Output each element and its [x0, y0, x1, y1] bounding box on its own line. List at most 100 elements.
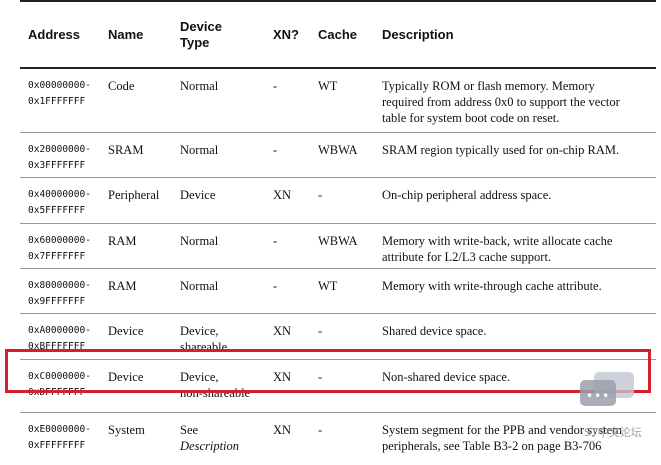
cell-description: On-chip peripheral address space.: [382, 187, 650, 203]
cell-name: Code: [108, 79, 135, 93]
description-line: On-chip peripheral address space.: [382, 188, 552, 202]
cell-description: Memory with write-back, write allocate c…: [382, 233, 650, 265]
cell-address: 0x20000000- 0x3FFFFFFF: [28, 142, 108, 174]
cell-xn: -: [273, 143, 278, 157]
device-type-line1: Normal: [180, 279, 219, 293]
header-device-type-line1: Device: [180, 18, 222, 34]
cell-name: Device: [108, 324, 144, 338]
device-type-line2: Description: [180, 439, 240, 453]
cell-description: Non-shared device space.: [382, 369, 650, 385]
address-start: 0x60000000-: [28, 235, 91, 246]
description-line: required from address 0x0 to support the…: [382, 95, 620, 109]
cell-cache: WT: [318, 279, 338, 293]
watermark-text: ST中文论坛: [584, 426, 642, 439]
cell-device-type: Normal: [180, 233, 273, 249]
cell-xn: -: [273, 279, 278, 293]
cell-address: 0x80000000- 0x9FFFFFFF: [28, 278, 108, 310]
header-description: Description: [382, 26, 454, 42]
address-end: 0xBFFFFFFF: [28, 341, 86, 352]
cell-xn: XN: [273, 423, 292, 437]
address-end: 0x1FFFFFFF: [28, 96, 86, 107]
description-line: table for system boot code on reset.: [382, 111, 560, 125]
cell-name: Device: [108, 370, 144, 384]
cell-xn: XN: [273, 188, 292, 202]
header-device-type: Device Type: [180, 2, 273, 67]
device-type-line2: non-shareable: [180, 386, 251, 400]
memory-map-table: Address Name Device Type XN? Cache Descr…: [20, 0, 656, 465]
cell-name: RAM: [108, 234, 137, 248]
cell-cache: -: [318, 324, 323, 338]
table-row: 0x20000000- 0x3FFFFFFF SRAM Normal - WBWA SRAM…: [20, 133, 656, 178]
address-start: 0xA0000000-: [28, 325, 91, 336]
cell-cache: WBWA: [318, 143, 358, 157]
chat-bubbles-icon: [580, 380, 616, 406]
device-type-line1: See: [180, 423, 199, 437]
cell-device-type: Device, non-shareable: [180, 369, 273, 401]
table-row: 0x00000000- 0x1FFFFFFF Code Normal - WT Typica…: [20, 69, 656, 133]
cell-device-type: Normal: [180, 278, 273, 294]
cell-name: Peripheral: [108, 188, 160, 202]
cell-name: RAM: [108, 279, 137, 293]
watermark-dots: •••: [586, 389, 611, 403]
cell-cache: WT: [318, 79, 338, 93]
cell-address: 0x40000000- 0x5FFFFFFF: [28, 187, 108, 219]
cell-device-type: Normal: [180, 142, 273, 158]
device-type-line1: Device,: [180, 370, 219, 384]
cell-xn: -: [273, 79, 278, 93]
cell-name: System: [108, 423, 145, 437]
watermark: ••• ST中文论坛: [578, 372, 648, 444]
address-end: 0x7FFFFFFF: [28, 251, 86, 262]
description-line: attribute for L2/L3 cache support.: [382, 250, 552, 264]
description-line: SRAM region typically used for on-chip R…: [382, 143, 620, 157]
address-start: 0x40000000-: [28, 189, 91, 200]
cell-description: Memory with write-through cache attribut…: [382, 278, 650, 294]
description-line: Shared device space.: [382, 324, 487, 338]
description-line: Memory with write-back, write allocate c…: [382, 234, 613, 248]
address-end: 0x3FFFFFFF: [28, 160, 86, 171]
cell-cache: WBWA: [318, 234, 358, 248]
cell-xn: -: [273, 234, 278, 248]
address-end: 0xFFFFFFFF: [28, 440, 86, 451]
cell-address: 0xA0000000- 0xBFFFFFFF: [28, 323, 108, 355]
device-type-line1: Normal: [180, 79, 219, 93]
description-line: System segment for the PPB and vendor sy…: [382, 423, 622, 437]
cell-device-type: Device: [180, 187, 273, 203]
cell-address: 0x60000000- 0x7FFFFFFF: [28, 233, 108, 265]
description-line: Non-shared device space.: [382, 370, 511, 384]
cell-xn: XN: [273, 370, 292, 384]
description-line: Typically ROM or flash memory. Memory: [382, 79, 595, 93]
header-address: Address: [28, 26, 81, 42]
cell-address: 0xE0000000- 0xFFFFFFFF: [28, 422, 108, 454]
address-start: 0x80000000-: [28, 280, 91, 291]
address-start: 0xC0000000-: [28, 371, 91, 382]
address-end: 0x9FFFFFFF: [28, 296, 86, 307]
device-type-line1: Normal: [180, 234, 219, 248]
header-xn: XN?: [273, 26, 299, 42]
device-type-line1: Device: [180, 188, 216, 202]
address-start: 0x00000000-: [28, 80, 91, 91]
cell-xn: XN: [273, 324, 292, 338]
header-cache: Cache: [318, 26, 358, 42]
table-header-row: Address Name Device Type XN? Cache Descr…: [20, 0, 656, 69]
cell-address: 0x00000000- 0x1FFFFFFF: [28, 78, 108, 110]
address-start: 0x20000000-: [28, 144, 91, 155]
cell-cache: -: [318, 188, 323, 202]
header-device-type-line2: Type: [180, 34, 210, 50]
cell-description: Shared device space.: [382, 323, 650, 339]
header-name: Name: [108, 26, 144, 42]
cell-device-type: Normal: [180, 78, 273, 94]
cell-cache: -: [318, 423, 323, 437]
table-row: 0x60000000- 0x7FFFFFFF RAM Normal - WBWA Memor…: [20, 224, 656, 269]
highlight-box: [5, 349, 651, 393]
cell-name: SRAM: [108, 143, 144, 157]
cell-description: Typically ROM or flash memory. Memory req…: [382, 78, 650, 126]
address-end: 0x5FFFFFFF: [28, 205, 86, 216]
cell-description: SRAM region typically used for on-chip R…: [382, 142, 650, 158]
device-type-line1: Normal: [180, 143, 219, 157]
address-start: 0xE0000000-: [28, 424, 91, 435]
table-row: 0x80000000- 0x9FFFFFFF RAM Normal - WT Memory …: [20, 269, 656, 314]
